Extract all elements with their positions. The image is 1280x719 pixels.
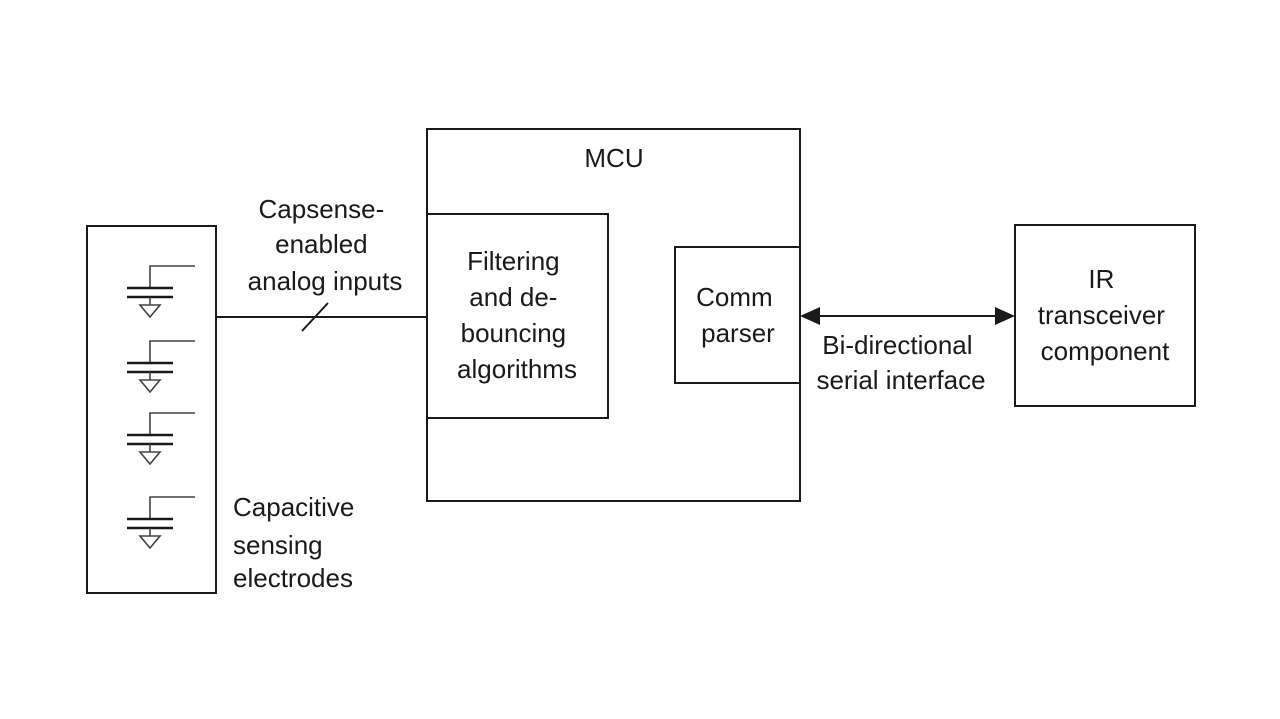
filtering-label-line-2: and de-: [469, 282, 557, 312]
capsense-label-line-3: analog inputs: [248, 266, 403, 296]
bidirectional-arrow: [800, 307, 1015, 325]
electrode-symbol: [127, 265, 195, 319]
electrode-lead: [149, 496, 195, 519]
arrowhead-left: [800, 307, 820, 325]
filtering-label: Filtering and de- bouncing algorithms: [457, 246, 577, 384]
mcu-box: [426, 128, 801, 502]
bus-slash-mark: [301, 302, 329, 332]
electrode-lead: [149, 340, 195, 363]
electrode-symbols: [127, 265, 195, 550]
electrode-symbol: [127, 412, 195, 466]
ir-transceiver-box: [1014, 224, 1196, 407]
electrode-panel: [86, 225, 217, 594]
ground-icon: [138, 304, 162, 319]
capsense-label-line-2: enabled: [275, 229, 368, 259]
electrodes-label-line-1: Capacitive: [233, 492, 354, 522]
capsense-label: Capsense- enabled analog inputs: [248, 194, 403, 296]
arrowhead-right: [995, 307, 1015, 325]
ground-icon: [138, 535, 162, 550]
comm-parser-label-line-2: parser: [701, 318, 775, 348]
ir-transceiver-label: IR transceiver component: [1038, 264, 1172, 366]
comm-parser-box: [674, 246, 801, 384]
ir-transceiver-label-line-2: transceiver: [1038, 300, 1165, 330]
electrode-lead: [149, 265, 195, 288]
ir-transceiver-label-line-1: IR: [1088, 264, 1114, 294]
ground-icon: [138, 451, 162, 466]
filtering-label-line-3: bouncing: [461, 318, 567, 348]
electrode-symbol: [127, 340, 195, 394]
ir-transceiver-label-line-3: component: [1041, 336, 1170, 366]
electrode-lead: [149, 412, 195, 435]
serial-label-line-1: Bi-directional: [822, 330, 972, 360]
filtering-label-line-1: Filtering: [467, 246, 559, 276]
ground-icon: [138, 379, 162, 394]
electrode-symbol: [127, 496, 195, 550]
electrodes-label-line-3: electrodes: [233, 563, 353, 593]
electrode-panel-box: [86, 225, 217, 594]
filtering-box: [426, 213, 609, 419]
comm-parser-label-line-1: Comm: [696, 282, 773, 312]
serial-label-line-2: serial interface: [816, 365, 985, 395]
capsense-label-line-1: Capsense-: [259, 194, 385, 224]
filtering-label-line-4: algorithms: [457, 354, 577, 384]
mcu-title: MCU: [584, 143, 643, 173]
comm-parser-label: Comm parser: [696, 282, 780, 348]
electrodes-label: Capacitive sensing electrodes: [233, 492, 362, 593]
electrodes-label-line-2: sensing: [233, 530, 323, 560]
serial-label: Bi-directional serial interface: [816, 330, 985, 395]
